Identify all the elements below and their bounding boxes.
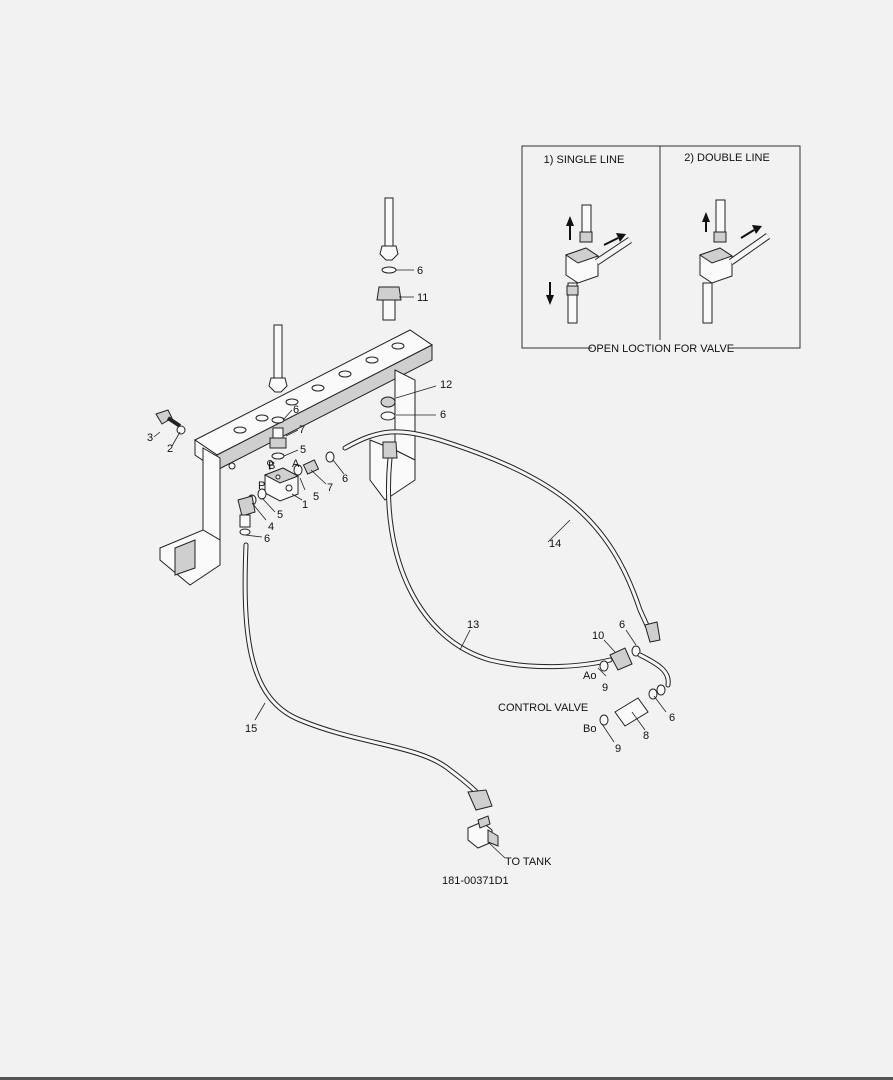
port-label-a: A [292,458,300,470]
callout-14: 14 [549,538,561,550]
callout-7: 7 [327,482,333,494]
port-label-p: P [258,480,265,492]
callout-5: 5 [277,509,283,521]
tank-tee-fitting [467,815,499,849]
callout-6: 6 [619,619,625,631]
double-line-valve-illustration [698,199,771,324]
hose-14 [342,429,661,643]
inset-single-line-title: 1) SINGLE LINE [544,154,625,166]
page-bottom-rule [0,1077,893,1080]
callout-8: 8 [643,730,649,742]
leader-lines [153,269,667,859]
callout-6: 6 [669,712,675,724]
fitting-12 [380,396,396,421]
port-label-bo: Bo [583,723,596,735]
callout-13: 13 [467,619,479,631]
callout-5: 5 [313,491,319,503]
callout-9: 9 [602,682,608,694]
callout-7: 7 [299,424,305,436]
single-line-valve-illustration [546,204,632,324]
control-valve-fittings [599,645,671,727]
callout-5: 5 [300,444,306,456]
callout-12: 12 [440,379,452,391]
callout-1: 1 [302,499,308,511]
callout-numbers: 6 11 12 6 6 7 5 3 2 B A P 1 5 7 6 5 4 6 … [147,265,675,755]
inset-double-line-title: 2) DOUBLE LINE [684,152,770,164]
callout-15: 15 [245,723,257,735]
callout-9: 9 [615,743,621,755]
callout-6: 6 [440,409,446,421]
callout-2: 2 [167,443,173,455]
hose-13 [382,441,613,670]
callout-11: 11 [417,292,428,304]
port-label-b: B [268,460,275,472]
callout-6: 6 [342,473,348,485]
callout-10: 10 [592,630,604,642]
callout-6: 6 [264,533,270,545]
drawing-number: 181-00371D1 [442,875,509,887]
callout-4: 4 [268,521,274,533]
hose-15 [242,542,493,811]
callout-6: 6 [417,265,423,277]
callout-3: 3 [147,432,153,444]
callout-6: 6 [293,404,299,416]
control-valve-label: CONTROL VALVE [498,702,588,714]
port-label-ao: Ao [583,670,596,682]
lube-block-1 [263,467,300,502]
to-tank-label: TO TANK [505,856,552,868]
fitting-11 [376,197,402,321]
valve-location-inset: 1) SINGLE LINE 2) DOUBLE LINE OPEN LOCTI… [521,145,801,355]
inset-caption: OPEN LOCTION FOR VALVE [588,343,734,355]
block-fittings [155,324,335,536]
